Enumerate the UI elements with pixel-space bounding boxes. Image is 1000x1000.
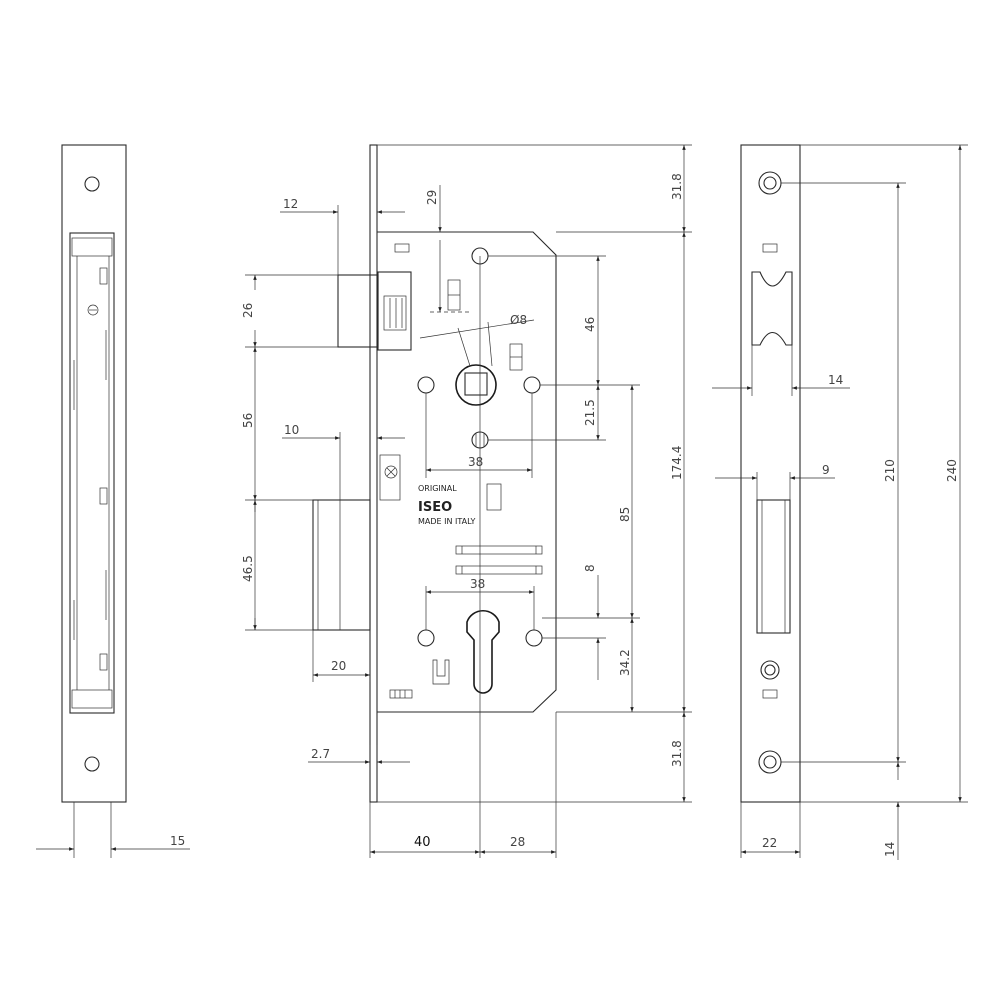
dim-85: 85 xyxy=(618,507,632,522)
dim-56: 56 xyxy=(241,413,255,428)
dim-38-bottom: 38 xyxy=(470,577,485,591)
dim-12: 12 xyxy=(283,197,298,211)
dim-240: 240 xyxy=(945,459,959,482)
dim-20: 20 xyxy=(331,659,346,673)
dim-14-bottom: 14 xyxy=(883,842,897,857)
dim-22: 22 xyxy=(762,836,777,850)
dim-31-8-top: 31.8 xyxy=(670,173,684,200)
dim-21-5: 21.5 xyxy=(583,399,597,426)
dim-40: 40 xyxy=(414,835,431,850)
brand-made-in-italy: MADE IN ITALY xyxy=(418,517,476,526)
dim-14-latch: 14 xyxy=(828,373,843,387)
brand-original: ORIGINAL xyxy=(418,484,457,493)
brand-logo: ISEO xyxy=(418,500,452,515)
dim-28: 28 xyxy=(510,835,525,849)
side-profile-view: 15 xyxy=(36,144,190,858)
dim-174-4: 174.4 xyxy=(670,446,684,480)
dim-9: 9 xyxy=(822,463,830,477)
dim-34-2: 34.2 xyxy=(618,649,632,676)
dim-46: 46 xyxy=(583,317,597,332)
dim-210: 210 xyxy=(883,459,897,482)
dim-38-top: 38 xyxy=(468,455,483,469)
dim-31-8-bottom: 31.8 xyxy=(670,740,684,767)
lock-body-front-view: ORIGINAL ISEO MADE IN ITALY 12 29 26 56 … xyxy=(241,144,692,858)
dim-10: 10 xyxy=(284,423,299,437)
dim-15: 15 xyxy=(170,834,185,848)
dim-46-5: 46.5 xyxy=(241,555,255,582)
dim-2-7: 2.7 xyxy=(311,747,330,761)
faceplate-front-view: 14 9 210 240 22 14 xyxy=(712,144,968,860)
dim-8: 8 xyxy=(583,564,597,572)
dim-diameter-8: Ø8 xyxy=(510,313,527,327)
dim-29: 29 xyxy=(425,190,439,205)
dim-26: 26 xyxy=(241,303,255,318)
